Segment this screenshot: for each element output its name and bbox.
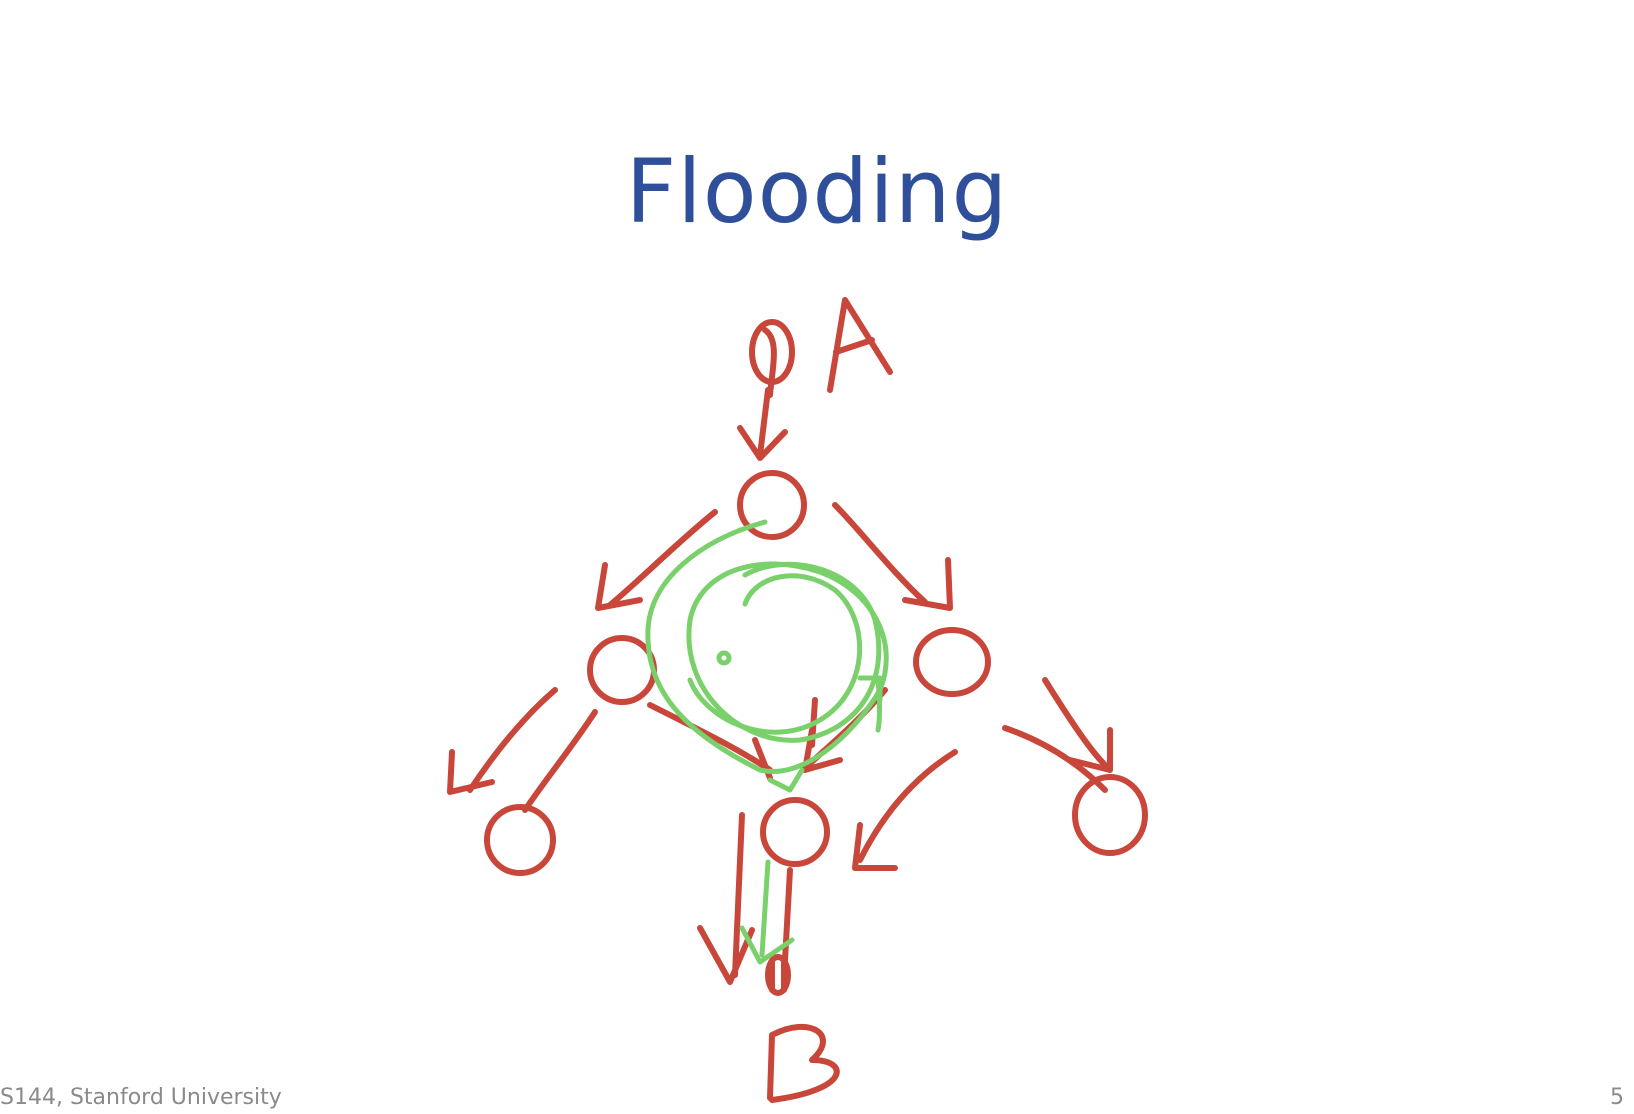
node-far-right xyxy=(1072,774,1148,856)
arrow-a-to-top xyxy=(737,387,788,461)
destination-node xyxy=(765,954,791,996)
source-node xyxy=(749,319,795,398)
page-number: 5 xyxy=(1610,1085,1624,1110)
arrow-left-to-farleft xyxy=(447,687,558,795)
node-left xyxy=(587,635,657,705)
node-bottom xyxy=(760,797,830,867)
arrow-top-to-right xyxy=(832,502,953,611)
label-b xyxy=(767,1023,840,1103)
node-right xyxy=(913,627,991,697)
arrow-right-to-bottomright xyxy=(852,749,958,871)
arrow-left-to-farleft-2 xyxy=(522,709,598,813)
slide-title: Flooding xyxy=(625,140,1009,243)
footer-course: S144, Stanford University xyxy=(0,1085,282,1110)
node-far-left xyxy=(484,804,556,876)
arrow-top-to-left xyxy=(595,509,718,611)
highlighted-path xyxy=(645,519,889,965)
arrow-right-to-farright xyxy=(1002,677,1113,793)
node-top xyxy=(737,470,807,540)
label-a xyxy=(827,297,893,393)
